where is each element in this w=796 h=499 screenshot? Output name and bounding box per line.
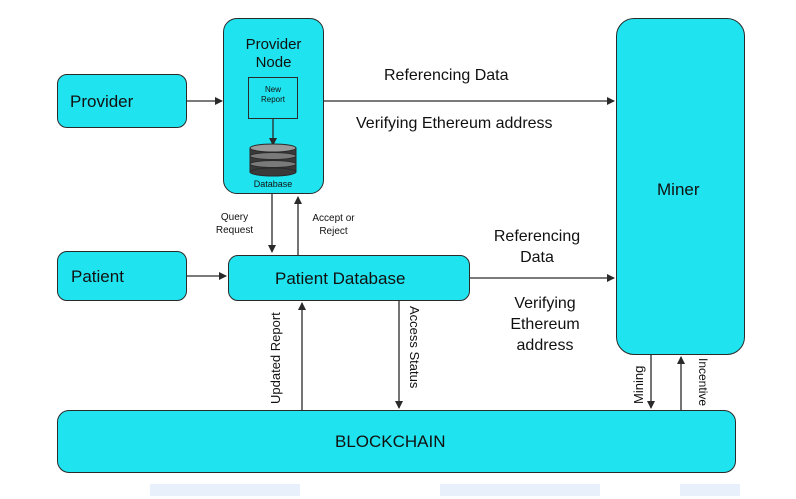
edge-label-mining: Mining — [631, 365, 646, 404]
edge-label-verifying-mid-line1: Verifying — [514, 295, 576, 312]
patient-label: Patient — [71, 267, 124, 286]
edge-label-incentive: Incentive — [696, 358, 710, 407]
edge-label-referencing-mid: Referencing Data — [474, 227, 600, 269]
edge-label-verifying-mid-line2: Ethereum — [510, 315, 580, 333]
new-report-label: New Report — [248, 85, 298, 105]
edge-label-referencing-mid-line2: Data — [520, 248, 554, 266]
provider-node-title-line1: Provider — [245, 36, 302, 53]
patient-box — [57, 251, 187, 301]
patient-database-label: Patient Database — [275, 269, 406, 288]
edge-label-accept-line2: Reject — [319, 225, 348, 237]
edge-label-verifying-top: Verifying Ethereum address — [356, 115, 553, 132]
new-report-box — [248, 77, 298, 119]
bottom-strip-left — [150, 484, 300, 496]
edge-label-access-status: Access Status — [407, 306, 422, 389]
edge-label-query-line1: Query — [220, 212, 249, 223]
patient-database-box — [228, 255, 470, 301]
edge-label-verifying-mid: Verifying Ethereum address — [482, 294, 608, 356]
provider-node-title: Provider Node — [223, 36, 324, 72]
edge-label-accept-line1: Accept or — [312, 213, 355, 224]
blockchain-box — [57, 410, 736, 473]
edge-label-query-line2: Request — [215, 224, 254, 236]
database-icon — [249, 143, 297, 177]
provider-node-title-line2: Node — [255, 54, 292, 71]
edge-label-referencing-mid-line1: Referencing — [493, 228, 581, 245]
edge-label-accept: Accept or Reject — [306, 213, 361, 238]
edge-label-verifying-mid-line3: address — [516, 336, 574, 354]
edge-label-updated-report: Updated Report — [268, 312, 283, 404]
new-report-line2: Report — [260, 95, 285, 104]
provider-box — [57, 74, 187, 128]
edge-label-query: Query Request — [207, 212, 262, 237]
provider-label: Provider — [70, 92, 134, 111]
bottom-strip-mid — [440, 484, 600, 496]
bottom-strip-right — [680, 484, 740, 496]
database-label: Database — [253, 179, 293, 189]
blockchain-label: BLOCKCHAIN — [335, 432, 446, 451]
edge-label-referencing-top: Referencing Data — [384, 67, 509, 84]
new-report-line1: New — [264, 85, 281, 94]
miner-label: Miner — [657, 180, 700, 199]
miner-box — [616, 18, 745, 355]
